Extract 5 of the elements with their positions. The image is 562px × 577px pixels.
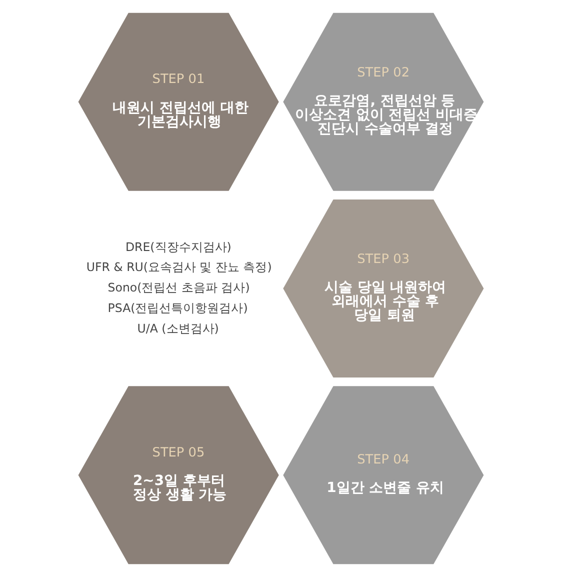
label: U/A (소변검사) <box>137 321 219 336</box>
label: DRE(직장수지검사) <box>125 240 232 254</box>
label: Sono(전립선 초음파 검사) <box>108 280 250 295</box>
label: PSA(전립선특이항원검사) <box>108 300 248 315</box>
label: UFR & RU(요속검사 및 잔뇨 측정) <box>86 260 272 274</box>
